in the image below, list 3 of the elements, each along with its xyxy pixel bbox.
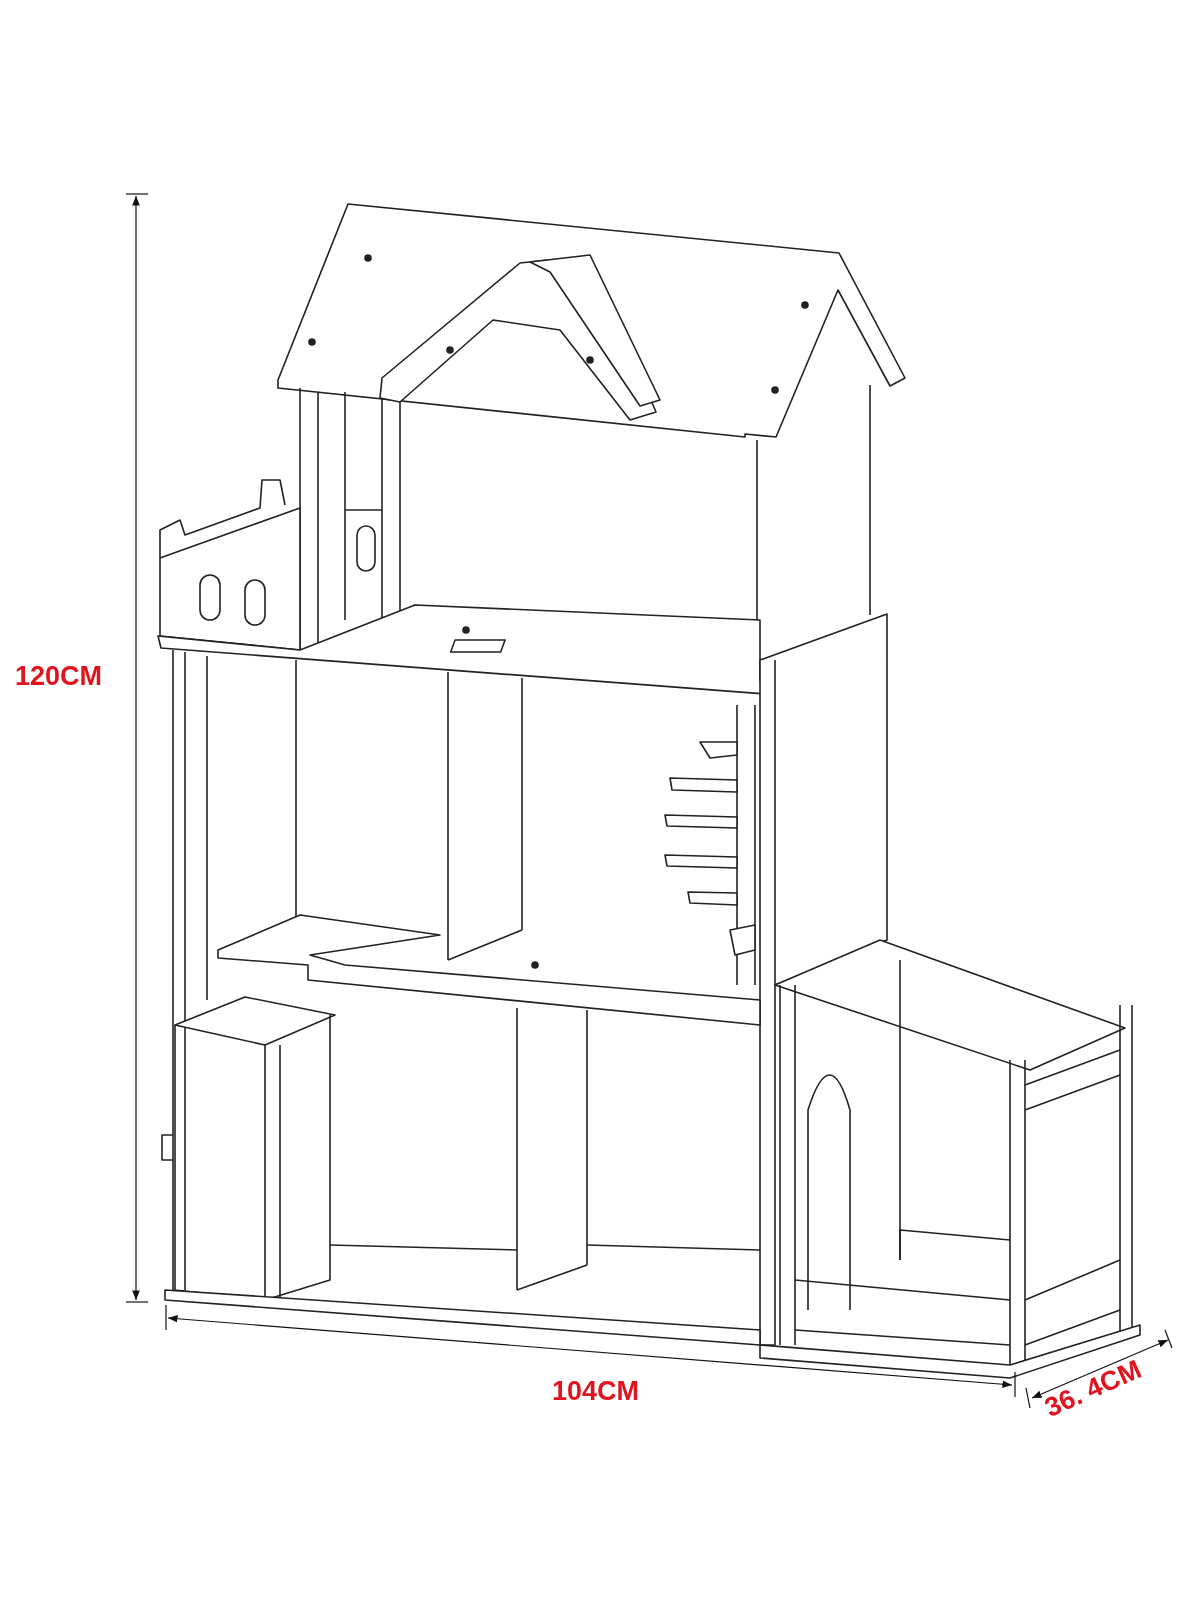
dimension-label: 104CM <box>552 1378 640 1405</box>
dimension-label: 36. 4CM <box>1041 1355 1146 1422</box>
dimension-label: 120CM <box>15 663 103 690</box>
